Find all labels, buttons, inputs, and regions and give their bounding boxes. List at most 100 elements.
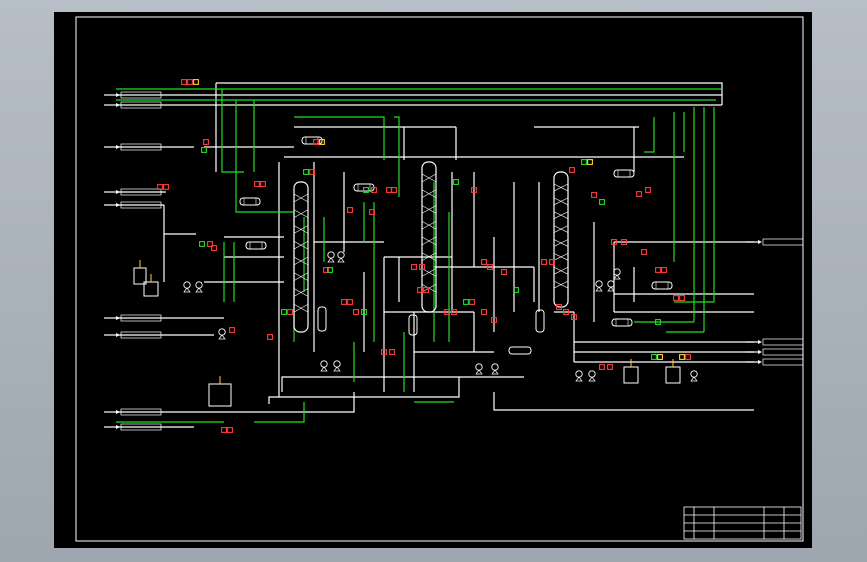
instrument-bubble	[481, 309, 487, 315]
instrument-bubble	[211, 245, 217, 251]
instrument-bubble	[501, 269, 507, 275]
pump-base	[327, 257, 335, 263]
pump-base	[195, 287, 203, 293]
pump-casing	[690, 370, 698, 378]
instrument-bubble	[569, 167, 575, 173]
column-packing	[293, 272, 309, 281]
exchanger-5	[613, 169, 635, 178]
instrument-bubble	[353, 309, 359, 315]
instrument-bubble	[203, 139, 209, 145]
instrument-bubble	[411, 264, 417, 270]
instrument-bubble	[444, 309, 450, 315]
column-packing	[553, 239, 569, 247]
instrument-bubble	[181, 79, 187, 85]
instrument-bubble	[163, 184, 169, 190]
instrument-bubble	[287, 309, 293, 315]
instrument-bubble	[673, 295, 679, 301]
exchanger-6	[651, 281, 673, 290]
instrument-bubble	[303, 169, 309, 175]
column-packing	[553, 280, 569, 289]
column-packing	[421, 252, 437, 261]
column-packing	[421, 220, 437, 230]
drum-1	[317, 306, 327, 332]
instrument-bubble	[347, 207, 353, 213]
stream-label-box	[762, 358, 804, 366]
pump-base	[575, 376, 583, 382]
instrument-bubble	[221, 427, 227, 433]
instrument-bubble	[361, 309, 367, 315]
column-packing	[293, 225, 309, 234]
exchanger-2	[245, 241, 267, 250]
column-packing	[553, 225, 569, 233]
column-packing	[553, 266, 569, 275]
pump-2	[195, 281, 203, 293]
stream-s11	[746, 338, 804, 346]
column-packing	[293, 193, 309, 203]
pump-base	[320, 366, 328, 372]
pump-casing	[333, 360, 341, 368]
pump-14	[613, 268, 621, 280]
instrument-bubble	[319, 139, 325, 145]
column-packing	[293, 240, 309, 250]
pump-3	[218, 328, 226, 340]
pump-8	[475, 363, 483, 375]
instrument-bubble	[471, 187, 477, 193]
column-packing	[553, 253, 569, 261]
column-packing	[421, 205, 437, 214]
instrument-bubble	[587, 159, 593, 165]
pump-base	[218, 334, 226, 340]
pump-5	[333, 360, 341, 372]
column-packing	[293, 256, 309, 266]
stream-arrow-head	[758, 350, 762, 354]
drum-4	[508, 346, 532, 355]
instrument-bubble	[267, 334, 273, 340]
instrument-bubble	[599, 199, 605, 205]
instrument-bubble	[157, 184, 163, 190]
pump-base	[475, 369, 483, 375]
exchanger-7	[611, 318, 633, 327]
column-packing	[553, 183, 569, 192]
instrument-bubble	[641, 249, 647, 255]
pump-base	[491, 369, 499, 375]
stream-label-box	[762, 338, 804, 346]
pump-15	[690, 370, 698, 382]
tank-4	[665, 366, 681, 384]
column-packing	[293, 209, 309, 218]
column-packing	[421, 173, 437, 183]
drum-3	[535, 309, 545, 333]
instrument-bubble	[513, 287, 519, 293]
stream-s12	[746, 348, 804, 356]
pump-casing	[475, 363, 483, 371]
instrument-bubble	[341, 299, 347, 305]
instrument-bubble	[679, 295, 685, 301]
instrument-bubble	[386, 187, 392, 193]
instrument-bubble	[260, 181, 266, 187]
instrument-bubble	[313, 139, 319, 145]
pump-11	[588, 370, 596, 382]
pump-base	[183, 287, 191, 293]
pump-casing	[320, 360, 328, 368]
instrument-bubble	[491, 317, 497, 323]
stream-label-box	[762, 238, 804, 246]
pump-base	[337, 257, 345, 263]
column-col1	[293, 181, 309, 333]
column-packing	[293, 303, 309, 313]
instrument-bubble	[327, 267, 333, 273]
instrument-bubble	[389, 349, 395, 355]
instrument-bubble	[193, 79, 199, 85]
instrument-bubble	[309, 169, 315, 175]
instrument-bubble	[187, 79, 193, 85]
instrument-bubble	[685, 354, 691, 360]
pump-12	[595, 280, 603, 292]
instrument-bubble	[607, 364, 613, 370]
tank-2	[208, 383, 232, 407]
instrument-bubble	[469, 299, 475, 305]
instrument-bubble	[417, 287, 423, 293]
pump-base	[333, 366, 341, 372]
instrument-bubble	[281, 309, 287, 315]
instrument-bubble	[391, 187, 397, 193]
instrument-bubble	[229, 327, 235, 333]
pump-casing	[337, 251, 345, 259]
pump-casing	[491, 363, 499, 371]
instrument-bubble	[657, 354, 663, 360]
